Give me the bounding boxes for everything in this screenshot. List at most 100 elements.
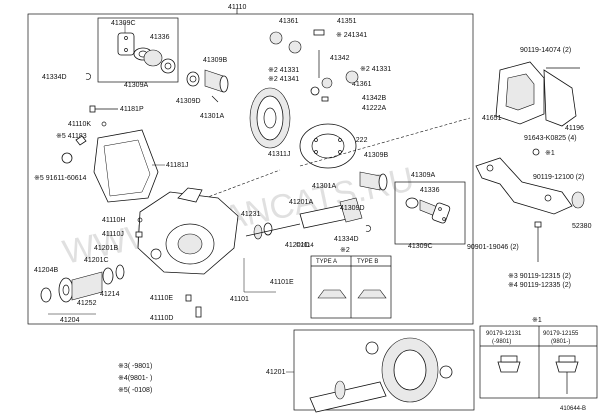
label-41196: 41196 [565,125,584,132]
washer-type-a-drawing [317,289,347,299]
label-41201d: 41201D [285,242,310,249]
footnote-3: ※3( -9801) [118,363,152,370]
label-90119-12335: ※4 90119-12335 (2) [508,282,571,289]
nut-type-1-drawing [497,355,521,373]
label-41311j: 41311J [268,151,290,158]
sub-box-bottom [293,329,475,411]
companion-flange-drawing [117,32,176,74]
label-41351: 41351 [337,18,357,25]
pinion-shaft-drawing [245,197,363,240]
footnote-5: ※5( -0108) [118,387,152,394]
bolt-table-col2-sub: (9801-) [551,339,570,345]
label-41201c: 41201C [84,257,109,264]
label-41342b: 41342B [362,95,386,102]
label-41110j: 41110J [102,231,124,238]
side-bearing-drawing [359,171,388,191]
label-41301a-top: 41301A [200,113,224,120]
label-41204: 41204 [60,317,80,324]
label-41651: 41651 [482,115,502,122]
label-241331-left: ※2 41331 [268,67,299,74]
label-41309b-top: 41309B [203,57,227,64]
label-star1-b: ※1 [532,317,542,324]
snap-ring-mid-icon [365,225,371,232]
pin-icon [137,217,143,223]
bolt-table-col1: 90179-12131 [486,331,522,337]
label-41336: 41336 [150,34,170,41]
label-90119-14074: 90119-14074 (2) [520,47,571,54]
footnote-4: ※4(9801- ) [118,375,152,382]
label-41309a: 41309A [124,82,148,89]
alignment-line [199,117,471,201]
label-type-star2: ※2 [340,247,350,254]
label-41334d-mid: 41334D [334,236,359,243]
label-41204b: 41204B [34,267,58,274]
drain-plug-icon [61,152,73,164]
ring-gear-drawing [249,87,291,149]
label-41201b: 41201B [94,245,118,252]
label-91611: ※5 91611-60614 [34,175,87,182]
label-41309d-mid: 41309D [340,205,365,212]
type-a-header: TYPE A [316,259,337,265]
snap-ring-icon [85,73,91,80]
label-41181p: 41181P [120,106,144,113]
flange-right-drawing [405,197,451,224]
assembly-frame [27,13,474,325]
label-241331-right: ※2 41331 [360,66,391,73]
watermark-copyright: ©2014 [296,242,314,249]
pinion-bearing-drawing [186,69,229,103]
output-flange-drawing [40,264,125,303]
sub-box-top-left [97,17,179,83]
breather-plug-icon [75,135,87,146]
label-41110d: 41110D [150,315,173,322]
main-part-number: 41110 [228,4,247,11]
label-41334d: 41334D [42,74,67,81]
label-41252: 41252 [77,300,97,307]
label-52380: 52380 [572,223,592,230]
label-41309b-mid: 41309B [364,152,388,159]
label-star1-a: ※1 [545,150,555,157]
plug-icon [135,231,143,238]
label-41110k: 41110K [68,121,91,128]
label-41336-mid: 41336 [420,187,440,194]
diff-housing-drawing [137,187,239,275]
label-41201: 41201 [266,369,286,376]
washer-icon [101,121,107,127]
label-41222a: 41222A [362,105,386,112]
nut-icon [532,148,540,156]
label-41301a-mid: 41301A [312,183,336,190]
label-41361-b: 41361 [352,81,372,88]
drawing-code: 410644-B [560,406,586,412]
bolt-icon [185,294,192,302]
label-90119-12315: ※3 90119-12315 (2) [508,273,571,280]
long-bolt-drawing [534,221,542,262]
washer-type-b-drawing [357,289,387,299]
label-41101: 41101 [230,296,249,303]
label-41309a-mid: 41309A [411,172,435,179]
label-41361-a: 41361 [279,18,299,25]
label-90901: 90901-19046 (2) [467,244,519,251]
nut-type-2-drawing [555,355,579,394]
label-41181j: 41181J [166,162,188,169]
label-41342: 41342 [330,55,350,62]
label-41101e: 41101E [270,279,294,286]
label-41309c-mid: 41309C [408,243,433,250]
diff-case-drawing [299,123,357,169]
support-member-drawing [475,157,585,215]
label-91643: 91643-K0825 (4) [524,135,577,142]
side-gears-drawing [269,29,359,102]
label-41110e: 41110E [150,295,173,302]
label-41183: ※5 41183 [56,133,87,140]
label-241341: ※ 241341 [336,32,367,39]
label-41309c: 41309C [111,20,136,27]
diff-cover-inner [103,139,151,197]
sub-box-right [394,181,466,245]
label-41309d-top: 41309D [176,98,201,105]
diff-mount-drawing [495,61,580,127]
stud-icon [195,306,202,318]
label-41222: 41222 [348,137,368,144]
bolt-table-col2: 90179-12155 [543,331,579,337]
label-241341-left: ※2 41341 [268,76,299,83]
type-b-header: TYPE B [357,259,378,265]
